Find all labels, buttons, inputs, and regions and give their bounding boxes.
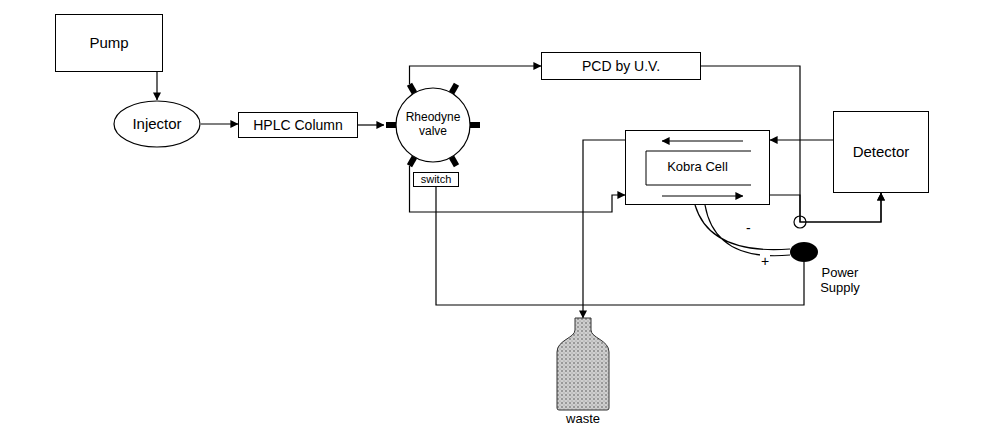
flow-line [410, 66, 542, 84]
node-label: Pump [89, 34, 128, 51]
flow-line [358, 124, 384, 125]
outside-label: waste [543, 412, 623, 427]
flow-line [201, 123, 238, 124]
flow-line [770, 139, 833, 140]
node-label: Detector [853, 143, 910, 160]
polarity-label: + [760, 254, 770, 268]
node-label: Rheodyne valve [404, 111, 462, 139]
outside-label: Power Supply [812, 266, 868, 296]
polarity-label: - [745, 221, 752, 235]
flow-line [156, 72, 157, 100]
flow-line [695, 205, 790, 256]
node-label: waste [543, 412, 623, 427]
junction-circle [794, 216, 806, 228]
node-label: HPLC Column [253, 117, 342, 133]
waste-bottle: waste [553, 318, 613, 410]
power-supply-outline [790, 242, 818, 262]
switch-box: switch [413, 172, 459, 187]
pump-box: Pump [55, 14, 163, 72]
column-box: HPLC Column [238, 112, 358, 138]
node-label: Injector [132, 115, 181, 132]
injector-ellipse: Injector [113, 100, 201, 148]
process-box: PCD by U.V. [541, 52, 701, 80]
power-supply: Power Supply [790, 242, 818, 262]
waste-bottle-outline [553, 318, 613, 410]
node-label: Power Supply [812, 266, 868, 296]
valve-circle: Rheodyne valve [395, 87, 471, 163]
flow-line [583, 140, 625, 318]
node-label: switch [421, 173, 452, 186]
node-label: PCD by U.V. [582, 58, 660, 74]
cell-box: Kobra Cell [625, 130, 770, 205]
flow-line [410, 166, 626, 212]
node-label: Kobra Cell [667, 160, 728, 175]
flow-line [770, 193, 881, 222]
detector-box: Detector [833, 111, 929, 193]
